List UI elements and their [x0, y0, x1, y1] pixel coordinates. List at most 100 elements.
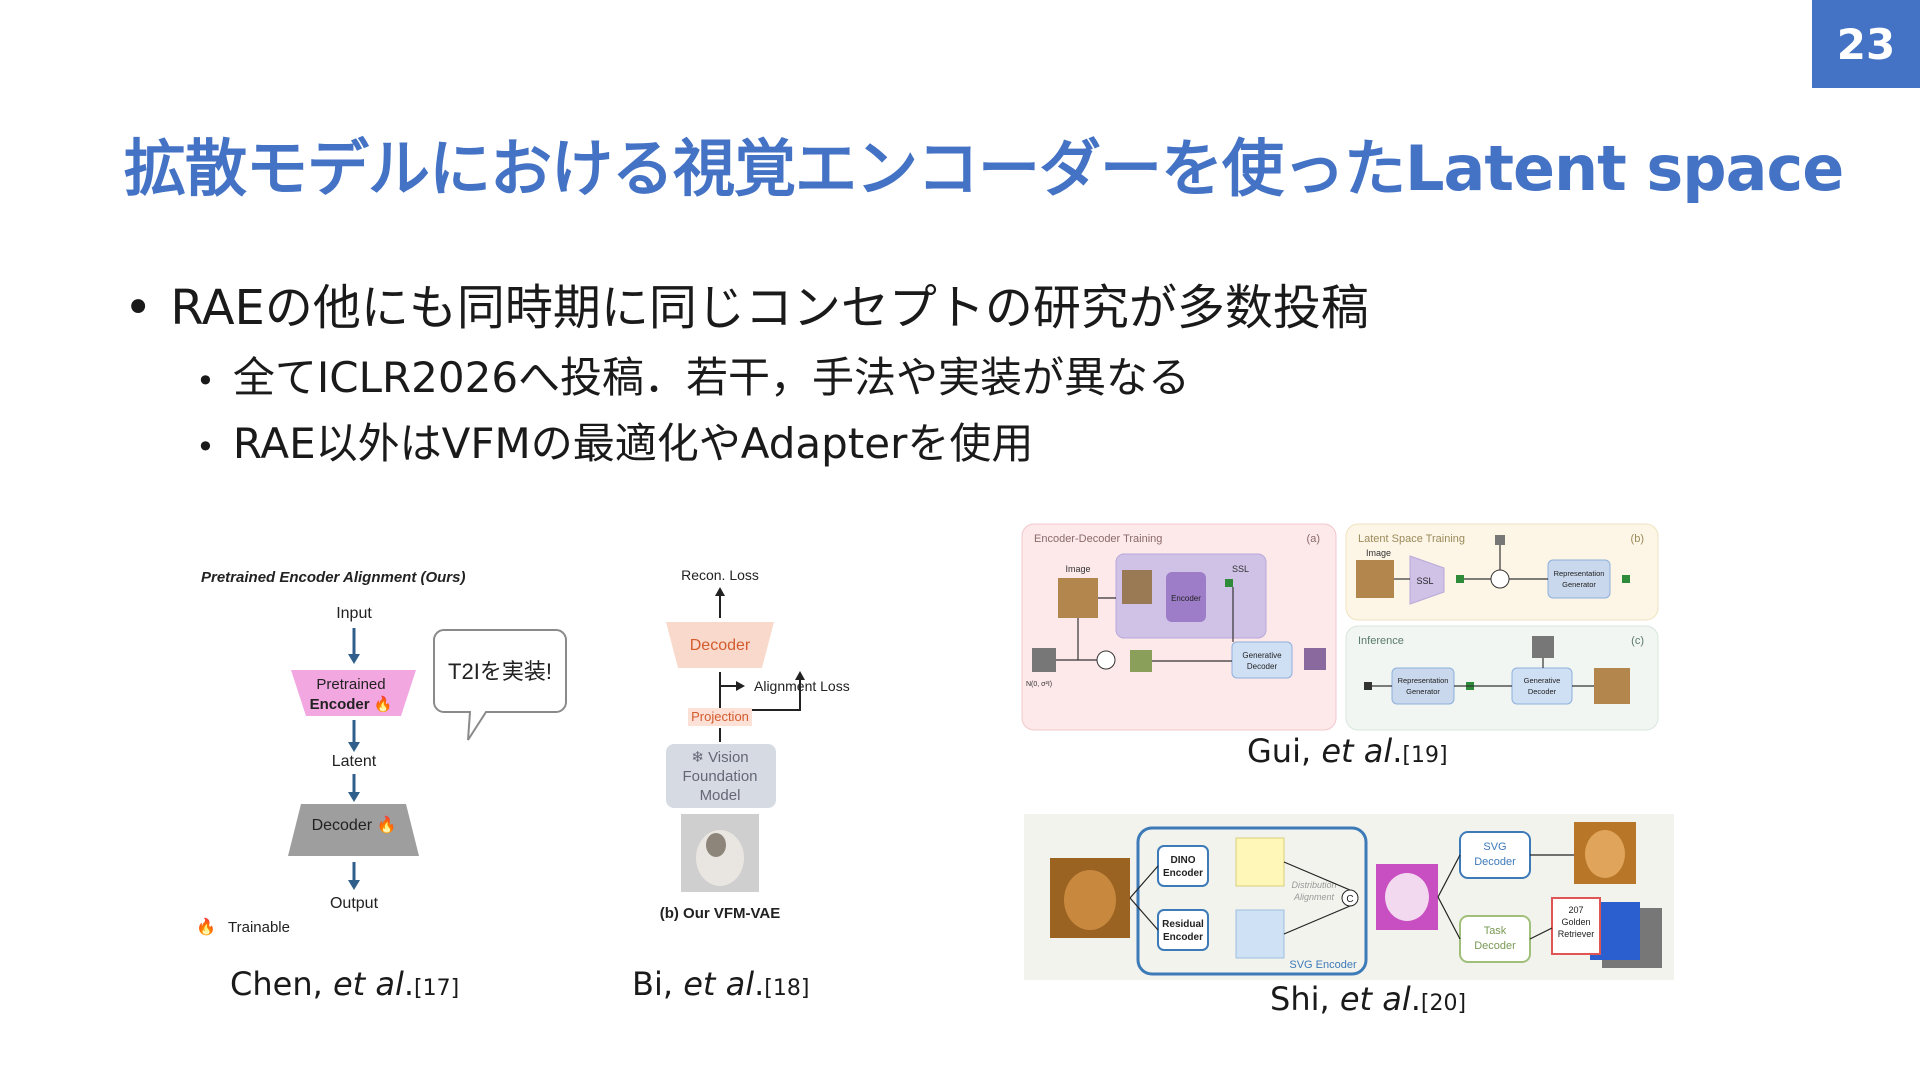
bi-subcaption: (b) Our VFM-VAE	[660, 905, 781, 922]
shi-edge-1	[1129, 865, 1159, 899]
chen-input-label: Input	[336, 605, 372, 622]
gui-rep-gen-b	[1547, 559, 1611, 599]
shi-task-decoder-box	[1459, 915, 1531, 963]
bullet-sub-1: • 全てICLR2026へ投稿．若干，手法や実装が異なる	[196, 344, 1190, 405]
shi-dist-2: Alignment	[1293, 892, 1335, 902]
gui-encoder-block	[1166, 572, 1206, 622]
caption-etal: et al	[332, 965, 404, 1003]
gui-image-dogs-b	[1356, 560, 1394, 598]
chen-decoder-label: Decoder 🔥	[312, 815, 397, 834]
bi-vfm-label-2: Foundation	[682, 768, 757, 785]
caption-dot: .	[403, 965, 415, 1003]
gui-output-image	[1304, 648, 1326, 670]
caption-ref: [20]	[1420, 991, 1467, 1016]
shi-svg-encoder-label: SVG Encoder	[1289, 959, 1357, 971]
bi-decoder-trapezoid	[666, 622, 774, 668]
gui-gen-decoder-a-1: Generative	[1242, 651, 1282, 660]
shi-output-dog-face	[1585, 830, 1625, 878]
shi-dino-box	[1157, 845, 1209, 887]
gui-rep-gen-b-2: Generator	[1562, 580, 1596, 589]
bi-vfm-box	[666, 744, 776, 808]
bi-decoder-label: Decoder	[690, 637, 751, 654]
flame-icon: 🔥	[196, 917, 216, 936]
bullet-main: •RAEの他にも同時期に同じコンセプトの研究が多数投稿	[124, 268, 1369, 338]
caption-etal: et al	[683, 965, 755, 1003]
chen-arrowhead-1	[348, 654, 360, 664]
bi-arrowhead-right	[736, 681, 745, 691]
chen-encoder-label-2: Encoder 🔥	[310, 695, 393, 713]
shi-edge-4	[1283, 905, 1351, 935]
shi-latent-glow	[1385, 873, 1429, 921]
caption-gui: Gui, et al.[19]	[1247, 732, 1448, 770]
shi-svg-dec-2: Decoder	[1474, 856, 1516, 868]
gui-token-green	[1225, 579, 1233, 587]
shi-edge-2	[1129, 897, 1159, 931]
bullet-sub-2: •RAE以外はVFMの最適化やAdapterを使用	[196, 410, 1033, 471]
bullet-sub-2-text: RAE以外はVFMの最適化やAdapterを使用	[232, 419, 1034, 468]
figure-chen-diagram: Pretrained Encoder Alignment (Ours) Inpu…	[196, 560, 636, 940]
speech-bubble	[433, 629, 567, 741]
bi-projection-box	[688, 708, 752, 726]
gui-rep-gen-c-2: Generator	[1406, 687, 1440, 696]
chen-encoder-trapezoid	[291, 670, 416, 716]
gui-image-label: Image	[1065, 564, 1090, 574]
gui-gen-decoder-c	[1511, 667, 1573, 705]
shi-task-dec-1: Task	[1484, 925, 1507, 937]
bi-image-detail	[706, 833, 726, 857]
shi-dog-face	[1064, 870, 1116, 930]
shi-residual-2: Encoder	[1163, 932, 1203, 943]
bi-vfm-label-3: Model	[700, 787, 741, 804]
bullet-main-text: RAEの他にも同時期に同じコンセプトの研究が多数投稿	[170, 280, 1369, 336]
caption-author: Chen,	[230, 965, 333, 1003]
caption-chen: Chen, et al.[17]	[230, 965, 459, 1003]
gui-noise-image	[1032, 648, 1056, 672]
gui-ssl-trapezoid	[1409, 555, 1445, 605]
shi-edge-8	[1529, 927, 1553, 940]
chen-latent-label: Latent	[332, 753, 377, 770]
shi-svg-encoder-frame	[1136, 826, 1368, 976]
caption-dot: .	[1392, 732, 1403, 770]
caption-dot: .	[1410, 980, 1421, 1018]
gui-gen-decoder-c-2: Decoder	[1528, 687, 1557, 696]
shi-stack-2: Golden	[1561, 917, 1590, 927]
gui-panel-b-tag: (b)	[1631, 533, 1644, 545]
figure-bi-diagram: Recon. Loss Decoder Alignment Loss Proje…	[650, 560, 890, 930]
gui-noise-label: N(0, σ²I)	[1026, 681, 1052, 688]
gui-panel-c-tag: (c)	[1631, 635, 1644, 647]
gui-token-b2	[1622, 575, 1630, 583]
caption-author: Bi,	[632, 965, 684, 1003]
shi-svg-dec-1: SVG	[1483, 841, 1506, 853]
bi-projection-label: Projection	[691, 709, 749, 724]
caption-ref: [19]	[1402, 743, 1448, 768]
caption-etal: et al	[1321, 732, 1393, 770]
bi-alignment-loss: Alignment Loss	[754, 678, 850, 694]
caption-etal: et al	[1339, 980, 1411, 1018]
shi-dino-features	[1235, 837, 1285, 887]
caption-author: Gui,	[1247, 732, 1322, 770]
gui-plus-node-b	[1490, 569, 1510, 589]
gui-image-label-b: Image	[1366, 548, 1391, 558]
gui-rep-gen-b-1: Representation	[1554, 569, 1605, 578]
gui-rep-gen-c-1: Representation	[1398, 676, 1449, 685]
gui-gen-decoder-a	[1231, 641, 1293, 679]
chen-decoder-trapezoid	[288, 804, 419, 856]
gui-ssl-label-b: SSL	[1416, 576, 1433, 586]
gui-noisy-image	[1130, 650, 1152, 672]
gui-encoder-label: Encoder	[1171, 594, 1201, 603]
bullet-sub-1-text: 全てICLR2026へ投稿．若干，手法や実装が異なる	[232, 353, 1191, 402]
caption-bi: Bi, et al.[18]	[632, 965, 809, 1003]
gui-patch-grid	[1122, 570, 1152, 604]
gui-rep-gen-c	[1391, 667, 1455, 705]
gui-output-dogs	[1594, 668, 1630, 704]
gui-noise-c	[1364, 682, 1372, 690]
callout-text: T2Iを実装!	[448, 659, 552, 684]
gui-noise-c2	[1532, 636, 1554, 658]
gui-plus-node	[1096, 650, 1116, 670]
bi-arrowhead-up	[715, 587, 725, 596]
gui-gen-decoder-a-2: Decoder	[1247, 662, 1278, 671]
chen-arrowhead-2	[348, 742, 360, 752]
bullet-dot: •	[196, 362, 215, 400]
figure-gui-diagram: Encoder-Decoder Training (a) Image Encod…	[1020, 522, 1660, 734]
chen-arrowhead-3	[348, 792, 360, 802]
shi-stack-3: Retriever	[1558, 929, 1595, 939]
